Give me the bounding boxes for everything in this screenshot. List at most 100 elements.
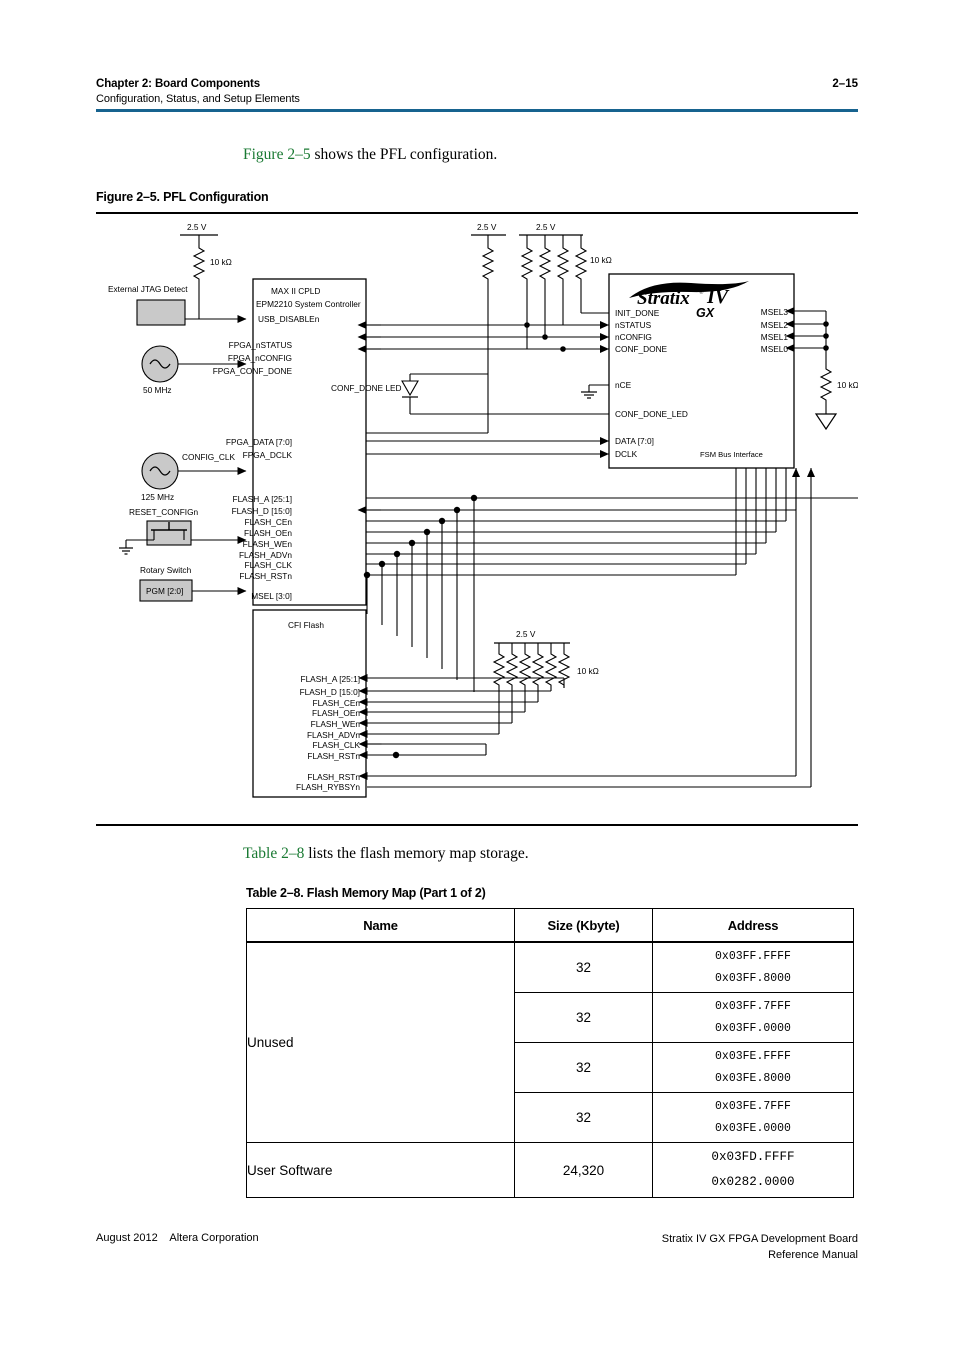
column-header-address: Address <box>652 908 854 943</box>
svg-text:®: ® <box>699 289 704 296</box>
figure-intro-paragraph: Figure 2–5 shows the PFL configuration. <box>243 146 497 164</box>
svg-text:MSEL3: MSEL3 <box>761 307 789 317</box>
column-header-name: Name <box>246 908 515 943</box>
rotary-switch-block: Rotary Switch PGM [2:0] <box>139 565 247 602</box>
flash-memory-map-table: Name Size (Kbyte) Address Unused 32 0x03… <box>246 908 854 1198</box>
svg-text:CONFIG_CLK: CONFIG_CLK <box>182 452 235 462</box>
svg-text:nCONFIG: nCONFIG <box>615 332 652 342</box>
figure-caption: Figure 2–5. PFL Configuration <box>96 190 269 204</box>
column-header-size: Size (Kbyte) <box>514 908 653 943</box>
address-low: 0x03FE.0000 <box>715 1121 791 1135</box>
svg-text:FSM Bus Interface: FSM Bus Interface <box>700 450 763 459</box>
svg-text:FLASH_D [15:0]: FLASH_D [15:0] <box>300 687 360 697</box>
cell-address: 0x03FE.FFFF 0x03FE.8000 <box>652 1042 854 1093</box>
header-divider <box>96 109 858 112</box>
svg-text:FLASH_ADVn: FLASH_ADVn <box>307 730 360 740</box>
svg-text:125 MHz: 125 MHz <box>141 492 174 502</box>
pfl-configuration-figure: 2.5 V 10 kΩ External JTAG Detect 50 MHz … <box>96 218 858 818</box>
figure-cross-reference[interactable]: Figure 2–5 <box>243 146 311 163</box>
figure-intro-text: shows the PFL configuration. <box>310 146 498 163</box>
svg-text:FPGA_DATA [7:0]: FPGA_DATA [7:0] <box>226 437 292 447</box>
address-high: 0x03FF.7FFF <box>715 1000 791 1014</box>
net-supply-jtag: 2.5 V 10 kΩ <box>180 222 232 319</box>
svg-text:FPGA_nSTATUS: FPGA_nSTATUS <box>229 340 293 350</box>
svg-text:FPGA_DCLK: FPGA_DCLK <box>243 450 293 460</box>
svg-text:10 kΩ: 10 kΩ <box>837 380 858 390</box>
net-supply-flash-bank: 2.5 V 10 kΩ <box>485 629 599 755</box>
address-high: 0x03FE.FFFF <box>715 1050 791 1064</box>
svg-text:INIT_DONE: INIT_DONE <box>615 308 660 318</box>
net-data-dclk <box>366 437 609 458</box>
svg-text:GX: GX <box>696 306 715 320</box>
address-low: 0x03FF.0000 <box>715 1021 791 1035</box>
svg-text:FLASH_WEn: FLASH_WEn <box>243 539 293 549</box>
address-low: 0x03FE.8000 <box>715 1071 791 1085</box>
msel-pulldown-network: 10 kΩ <box>785 307 858 431</box>
svg-text:DCLK: DCLK <box>615 449 638 459</box>
cell-size: 32 <box>514 992 653 1043</box>
svg-text:MAX II CPLD: MAX II CPLD <box>271 286 320 296</box>
table-cross-reference[interactable]: Table 2–8 <box>243 845 305 862</box>
address-low: 0x03FF.8000 <box>715 971 791 985</box>
footer-right-text: Stratix IV GX FPGA Development Board Ref… <box>662 1232 858 1264</box>
cell-address: 0x03FF.7FFF 0x03FF.0000 <box>652 992 854 1043</box>
cell-size: 32 <box>514 1042 653 1093</box>
svg-text:IV: IV <box>706 286 730 308</box>
svg-text:FLASH_RSTn: FLASH_RSTn <box>307 772 360 782</box>
svg-text:DATA [7:0]: DATA [7:0] <box>615 436 654 446</box>
address-high: 0x03FF.FFFF <box>715 950 791 964</box>
footer-document-title: Stratix IV GX FPGA Development Board <box>661 1233 858 1245</box>
oscillator-50mhz: 50 MHz <box>141 345 247 395</box>
svg-text:FLASH_OEn: FLASH_OEn <box>244 528 292 538</box>
figure-top-rule <box>96 212 858 214</box>
svg-text:FLASH_RSTn: FLASH_RSTn <box>239 571 292 581</box>
cell-address: 0x03FE.7FFF 0x03FE.0000 <box>652 1092 854 1143</box>
nce-ground-symbol <box>581 384 609 399</box>
table-intro-text: lists the flash memory map storage. <box>304 845 529 862</box>
svg-text:FLASH_A [25:1]: FLASH_A [25:1] <box>301 674 361 684</box>
section-subtitle: Configuration, Status, and Setup Element… <box>96 93 300 105</box>
net-status-signals <box>357 321 609 353</box>
svg-text:FLASH_CEn: FLASH_CEn <box>245 517 293 527</box>
svg-text:CFI Flash: CFI Flash <box>288 620 324 630</box>
page-footer: August 2012 Altera Corporation Stratix I… <box>96 1232 858 1264</box>
table-row: User Software 24,320 0x03FD.FFFF 0x0282.… <box>246 1142 854 1198</box>
svg-text:nSTATUS: nSTATUS <box>615 320 652 330</box>
svg-text:2.5 V: 2.5 V <box>516 629 536 639</box>
svg-text:USB_DISABLEn: USB_DISABLEn <box>258 314 320 324</box>
svg-text:External JTAG Detect: External JTAG Detect <box>108 284 188 294</box>
net-supply-fpga-left: 2.5 V <box>366 222 506 434</box>
cfi-flash-block: CFI Flash FLASH_A [25:1] FLASH_D [15:0] … <box>252 609 367 798</box>
svg-text:FPGA_nCONFIG: FPGA_nCONFIG <box>228 353 292 363</box>
svg-text:FPGA_CONF_DONE: FPGA_CONF_DONE <box>213 366 293 376</box>
svg-text:2.5 V: 2.5 V <box>187 222 207 232</box>
cell-name-user-software: User Software <box>246 1142 515 1198</box>
svg-text:FLASH_A [25:1]: FLASH_A [25:1] <box>233 494 293 504</box>
flash-return-signals <box>358 468 815 788</box>
svg-text:50 MHz: 50 MHz <box>143 385 172 395</box>
reset-config-button: RESET_CONFIGn <box>119 507 247 555</box>
table-row: 32 0x03FE.FFFF 0x03FE.8000 <box>247 1042 854 1093</box>
cell-address: 0x03FF.FFFF 0x03FF.8000 <box>652 941 854 993</box>
svg-text:FLASH_CEn: FLASH_CEn <box>313 698 361 708</box>
net-supply-fpga-bank: 2.5 V 10 kΩ <box>519 222 612 349</box>
chapter-title: Chapter 2: Board Components <box>96 78 261 90</box>
figure-bottom-rule <box>96 824 858 826</box>
svg-text:MSEL1: MSEL1 <box>761 332 789 342</box>
footer-document-subtitle: Reference Manual <box>768 1248 858 1261</box>
svg-text:FLASH_CLK: FLASH_CLK <box>245 560 293 570</box>
address-high: 0x03FE.7FFF <box>715 1100 791 1114</box>
stratix-iv-gx-block: Stratix ® IV GX INIT_DONE nSTATUS nCONFI… <box>608 273 795 469</box>
cell-size: 24,320 <box>514 1142 653 1198</box>
address-low: 0x0282.0000 <box>711 1175 795 1189</box>
svg-text:MSEL0: MSEL0 <box>761 344 789 354</box>
svg-text:2.5 V: 2.5 V <box>477 222 497 232</box>
cell-size: 32 <box>514 1092 653 1143</box>
svg-text:FLASH_ADVn: FLASH_ADVn <box>239 550 292 560</box>
table-row: 32 0x03FF.7FFF 0x03FF.0000 <box>247 992 854 1043</box>
flash-bus-into-flash <box>358 674 564 759</box>
svg-text:RESET_CONFIGn: RESET_CONFIGn <box>129 507 199 517</box>
address-high: 0x03FD.FFFF <box>711 1150 795 1165</box>
max-ii-cpld-block: MAX II CPLD EPM2210 System Controller US… <box>213 278 367 606</box>
svg-text:FLASH_D [15:0]: FLASH_D [15:0] <box>232 506 292 516</box>
